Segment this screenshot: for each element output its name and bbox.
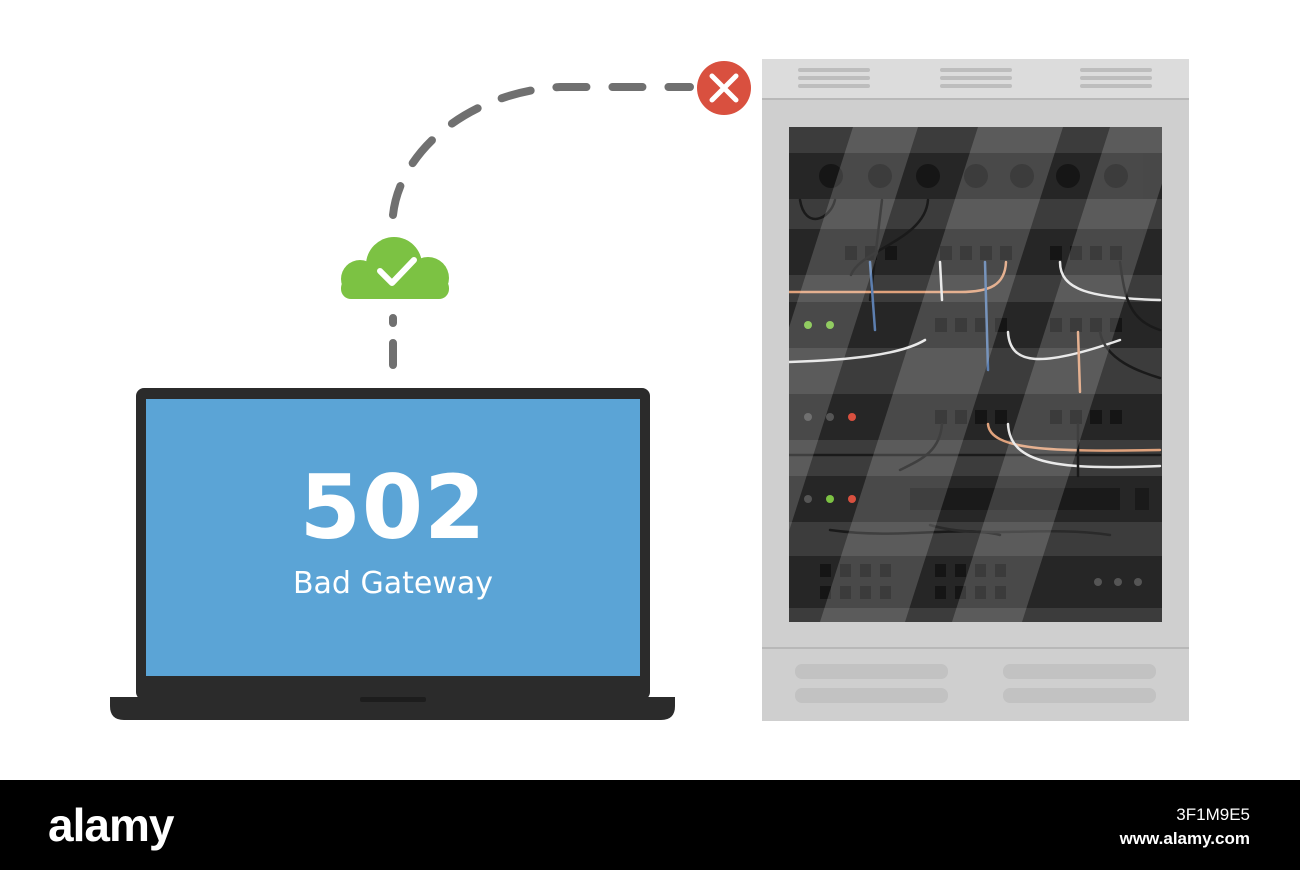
illustration: 502 Bad Gateway — [110, 59, 1189, 721]
rack-interior — [789, 127, 1162, 622]
laptop-screen — [146, 399, 640, 676]
error-message: Bad Gateway — [292, 566, 494, 601]
laptop-base — [110, 697, 675, 720]
laptop — [110, 388, 675, 720]
site-url: www.alamy.com — [1119, 829, 1250, 848]
cloud-check-icon — [341, 237, 449, 299]
server-rack — [762, 59, 1189, 721]
close-icon — [697, 61, 751, 115]
error-code: 502 — [299, 456, 487, 559]
watermark-footer: alamy 3F1M9E5 www.alamy.com — [0, 780, 1300, 870]
brand-logo: alamy — [48, 799, 174, 851]
connection-line — [389, 83, 694, 369]
glass-reflection — [789, 127, 1162, 622]
image-id: 3F1M9E5 — [1176, 805, 1250, 824]
network-illustration — [110, 59, 1189, 721]
